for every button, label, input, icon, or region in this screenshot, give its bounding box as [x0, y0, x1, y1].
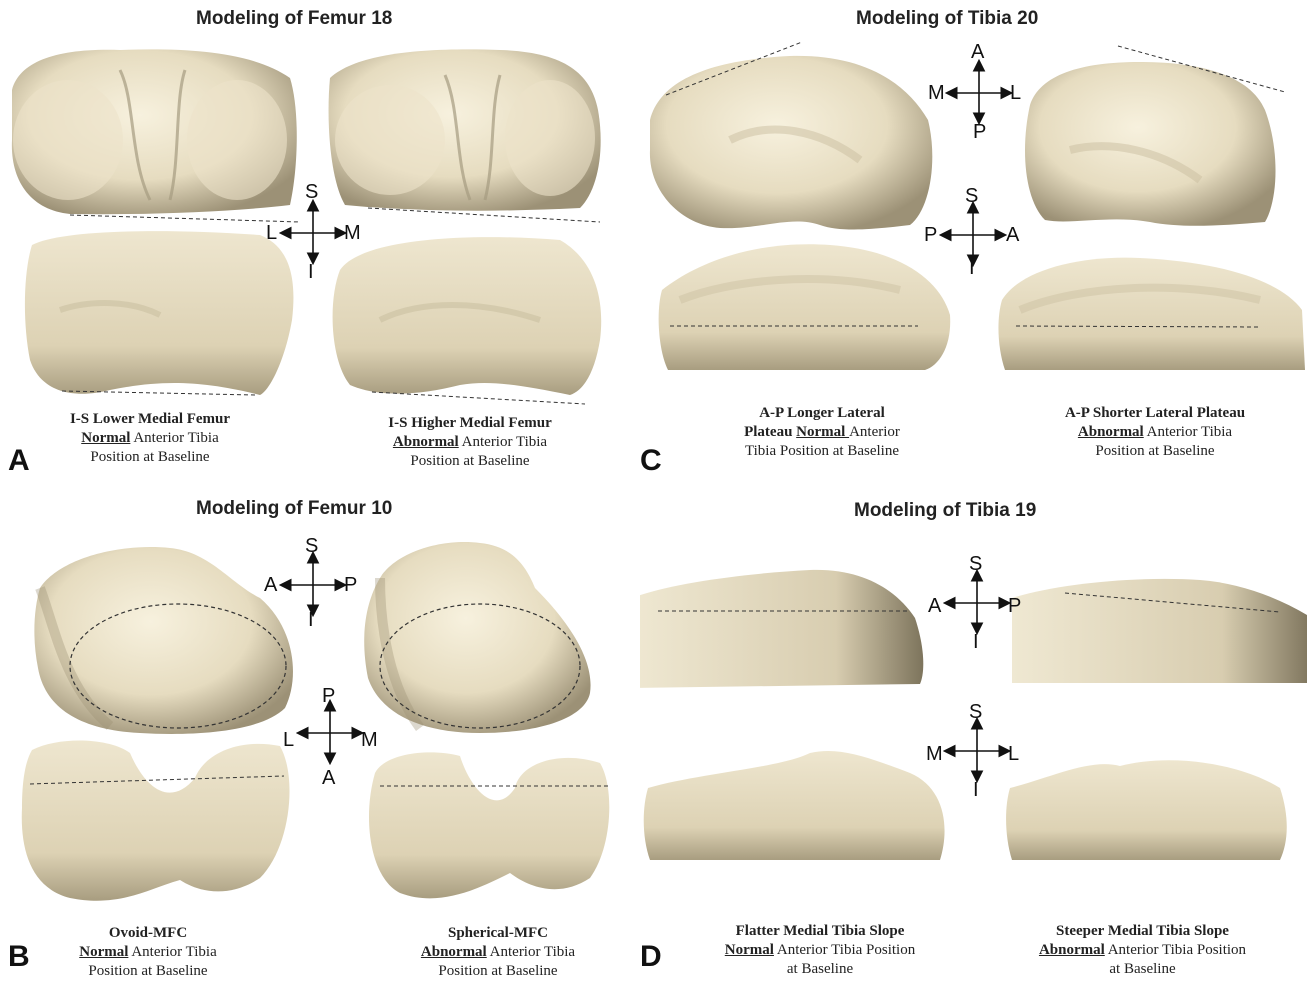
- caption-line3: Position at Baseline: [410, 453, 529, 469]
- axis-label-left: L: [283, 730, 294, 750]
- caption-abnormal: Spherical-MFC Abnormal Anterior Tibia Po…: [378, 924, 618, 981]
- caption-abnormal: Steeper Medial Tibia Slope Abnormal Ante…: [1000, 922, 1285, 979]
- caption-line3: Position at Baseline: [90, 449, 209, 465]
- caption-line1: A-P Longer Lateral: [759, 405, 885, 421]
- orientation-axes-top: S I A P: [268, 540, 358, 630]
- caption-emph: Abnormal: [1039, 942, 1105, 958]
- axis-label-up: S: [969, 554, 982, 574]
- axis-label-right: A: [1006, 225, 1019, 245]
- axis-label-left: P: [924, 225, 937, 245]
- caption-line3: at Baseline: [1109, 961, 1175, 977]
- axis-label-up: S: [305, 536, 318, 556]
- caption-abnormal: I-S Higher Medial Femur Abnormal Anterio…: [350, 414, 590, 471]
- caption-rest: Anterior Tibia Position: [1105, 942, 1246, 958]
- orientation-axes-bottom: S I M L: [932, 706, 1022, 796]
- caption-emph: Normal: [796, 424, 849, 440]
- caption-rest: Anterior Tibia Position: [774, 942, 915, 958]
- orientation-axes-bottom: S I P A: [928, 190, 1018, 280]
- axis-label-up: S: [305, 182, 318, 202]
- axis-label-down: P: [973, 122, 986, 142]
- panel-letter: C: [640, 444, 662, 478]
- caption-rest: Anterior Tibia: [459, 434, 547, 450]
- caption-emph: Normal: [725, 942, 774, 958]
- axis-label-up: P: [322, 686, 335, 706]
- caption-emph: Normal: [79, 944, 128, 960]
- axis-label-up: S: [969, 702, 982, 722]
- panel-d: Modeling of Tibia 19 S I A P S I M L Fla…: [640, 488, 1307, 977]
- axis-label-right: L: [1008, 744, 1019, 764]
- caption-emph: Abnormal: [1078, 424, 1144, 440]
- axis-label-right: M: [361, 730, 378, 750]
- axis-label-down: I: [308, 262, 314, 282]
- axis-label-right: P: [1008, 596, 1021, 616]
- caption-rest: Anterior: [849, 424, 900, 440]
- axis-label-left: A: [264, 575, 277, 595]
- caption-emph: Normal: [81, 430, 130, 446]
- caption-line2a: Plateau: [744, 424, 796, 440]
- axis-label-down: I: [308, 610, 314, 630]
- panel-letter: B: [8, 940, 30, 974]
- caption-rest: Anterior Tibia: [130, 430, 218, 446]
- caption-line1: Ovoid-MFC: [109, 925, 187, 941]
- panel-b: Modeling of Femur 10 S I A P P A L M Ovo…: [0, 488, 640, 977]
- axis-label-left: M: [928, 83, 945, 103]
- caption-rest: Anterior Tibia: [128, 944, 216, 960]
- orientation-axes-top: A P M L: [934, 48, 1024, 138]
- axis-label-left: A: [928, 596, 941, 616]
- caption-rest: Anterior Tibia: [487, 944, 575, 960]
- caption-emph: Abnormal: [421, 944, 487, 960]
- panel-c: Modeling of Tibia 20 A P M L S I P A A-P…: [640, 0, 1307, 488]
- axis-label-right: M: [344, 223, 361, 243]
- axis-label-up: A: [971, 42, 984, 62]
- caption-line1: I-S Higher Medial Femur: [388, 415, 551, 431]
- caption-line1: I-S Lower Medial Femur: [70, 411, 230, 427]
- panel-a: Modeling of Femur 18 S I L M I-S Lower M…: [0, 0, 640, 488]
- caption-normal: Ovoid-MFC Normal Anterior Tibia Position…: [28, 924, 268, 981]
- caption-line3: Tibia Position at Baseline: [745, 443, 899, 459]
- orientation-axes-top: S I A P: [932, 558, 1022, 648]
- axis-label-down: I: [973, 780, 979, 800]
- axis-label-up: S: [965, 186, 978, 206]
- caption-emph: Abnormal: [393, 434, 459, 450]
- caption-line1: Flatter Medial Tibia Slope: [736, 923, 905, 939]
- orientation-axes-bottom: P A L M: [285, 688, 375, 778]
- caption-normal: I-S Lower Medial Femur Normal Anterior T…: [30, 410, 270, 467]
- caption-line3: at Baseline: [787, 961, 853, 977]
- caption-line1: Steeper Medial Tibia Slope: [1056, 923, 1229, 939]
- caption-normal: A-P Longer Lateral Plateau Normal Anteri…: [702, 404, 942, 461]
- caption-line3: Position at Baseline: [1095, 443, 1214, 459]
- caption-abnormal: A-P Shorter Lateral Plateau Abnormal Ant…: [1020, 404, 1290, 461]
- caption-line1: Spherical-MFC: [448, 925, 548, 941]
- axis-label-right: P: [344, 575, 357, 595]
- caption-line1: A-P Shorter Lateral Plateau: [1065, 405, 1245, 421]
- orientation-axes: S I L M: [268, 188, 358, 278]
- axis-label-down: I: [969, 258, 975, 278]
- panel-letter: D: [640, 940, 662, 974]
- axis-label-down: I: [973, 632, 979, 652]
- axis-label-left: M: [926, 744, 943, 764]
- caption-normal: Flatter Medial Tibia Slope Normal Anteri…: [690, 922, 950, 979]
- axis-label-left: L: [266, 223, 277, 243]
- axis-label-right: L: [1010, 83, 1021, 103]
- axis-label-down: A: [322, 768, 335, 788]
- panel-letter: A: [8, 444, 30, 478]
- caption-rest: Anterior Tibia: [1144, 424, 1232, 440]
